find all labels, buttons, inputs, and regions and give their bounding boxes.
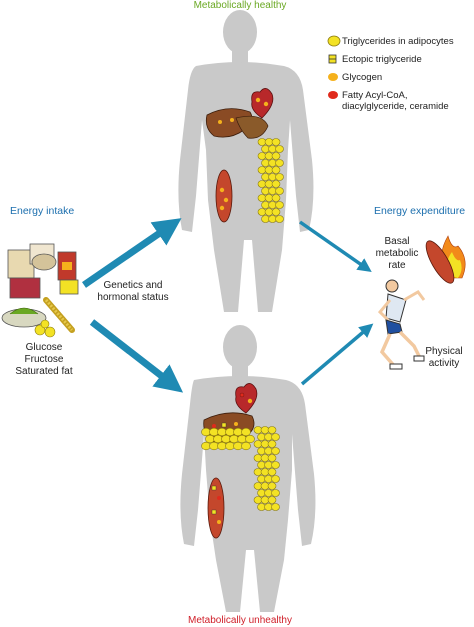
unhealthy-title: Metabolically unhealthy xyxy=(188,615,292,626)
adipocyte-droplet xyxy=(275,159,284,167)
adipocyte-droplet xyxy=(229,434,239,444)
adipocyte-droplet xyxy=(271,475,280,483)
ectopic-triglyceride-icon xyxy=(328,54,337,64)
energy-intake-label: Energy intake xyxy=(10,205,75,217)
legend-item-fatty-acyl: Fatty Acyl-CoA, diacylglyceride, ceramid… xyxy=(328,90,472,112)
healthy-body-silhouette xyxy=(178,10,314,312)
healthy-title: Metabolically healthy xyxy=(193,0,287,11)
healthy-heart xyxy=(251,88,274,119)
adipocyte-droplet xyxy=(271,489,280,497)
adipocyte-droplet xyxy=(225,441,235,451)
nutrient-glucose: Glucose xyxy=(25,342,63,353)
unhealthy-heart xyxy=(235,383,258,414)
adipocyte-droplet xyxy=(267,426,277,434)
adipocyte-droplet xyxy=(275,201,284,209)
adipocyte-droplet xyxy=(271,166,281,174)
basal-metabolic-rate-label: Basal metabolic rate xyxy=(375,236,419,271)
legend-item-ectopic: Ectopic triglyceride xyxy=(328,54,422,65)
unhealthy-muscle xyxy=(207,477,225,539)
adipocyte-droplet xyxy=(267,468,277,476)
legend-item-adipocyte: Triglycerides in adipocytes xyxy=(327,35,454,47)
adipocyte-droplet xyxy=(271,503,280,511)
adipocyte-droplet xyxy=(233,441,243,451)
runner-illustration xyxy=(377,279,426,370)
adipocyte-droplet xyxy=(275,187,284,195)
healthy-intestine xyxy=(235,115,269,139)
adipocyte-droplet xyxy=(267,496,277,504)
adipocyte-droplet xyxy=(271,194,281,202)
adipocyte-droplet xyxy=(271,433,280,441)
adipocyte-droplet xyxy=(205,434,215,444)
physical-activity-label: Physical activity xyxy=(425,346,463,369)
adipocyte-droplet xyxy=(275,145,284,153)
adipocyte-droplet xyxy=(241,427,251,437)
nutrient-list: Glucose Fructose Saturated fat xyxy=(4,342,84,378)
adipocyte-droplet xyxy=(209,427,219,437)
adipocyte-droplet xyxy=(267,440,277,448)
energy-expenditure-label: Energy expenditure xyxy=(374,205,466,217)
fatty-acyl-icon xyxy=(328,91,338,99)
arrow-intake-to-unhealthy xyxy=(89,319,184,393)
adipocyte-droplet xyxy=(221,434,231,444)
adipocyte-droplet xyxy=(271,447,280,455)
nutrient-fructose: Fructose xyxy=(24,354,64,365)
adipocyte-droplet xyxy=(201,427,211,437)
adipocyte-droplet xyxy=(267,482,277,490)
adipocyte-droplet xyxy=(267,454,277,462)
unhealthy-body-silhouette xyxy=(180,325,316,612)
adipocyte-droplet xyxy=(209,441,219,451)
adipocyte-droplet xyxy=(245,434,255,444)
adipocyte-droplet xyxy=(217,441,227,451)
adipocyte-droplet xyxy=(271,138,281,146)
arrow-intake-to-healthy xyxy=(82,218,182,288)
flame-illustration xyxy=(425,235,466,284)
adipocyte-droplet xyxy=(271,152,281,160)
nutrient-saturated-fat: Saturated fat xyxy=(15,366,73,377)
adipocyte-droplet xyxy=(217,427,227,437)
unhealthy-adipose xyxy=(201,426,280,511)
arrow-unhealthy-to-expenditure xyxy=(300,323,374,386)
legend-item-glycogen: Glycogen xyxy=(328,72,382,83)
adipocyte-droplet xyxy=(275,215,284,223)
food-illustration xyxy=(1,243,79,338)
adipocyte-droplet xyxy=(237,434,247,444)
adipocyte-droplet xyxy=(201,441,211,451)
adipocyte-droplet xyxy=(233,427,243,437)
adipocyte-droplet xyxy=(271,208,281,216)
adipocyte-droplet xyxy=(225,427,235,437)
arrow-healthy-to-expenditure xyxy=(298,220,372,273)
healthy-muscle xyxy=(215,169,233,223)
adipocyte-droplet xyxy=(271,461,280,469)
healthy-adipose xyxy=(257,138,284,223)
adipocyte-droplet xyxy=(271,180,281,188)
adipocyte-droplet xyxy=(213,434,223,444)
adipocyte-icon xyxy=(327,35,341,47)
glycogen-icon xyxy=(328,73,338,81)
adipocyte-droplet xyxy=(275,173,284,181)
genetics-hormonal-label: Genetics and hormonal status xyxy=(97,280,169,303)
adipocyte-droplet xyxy=(241,441,251,451)
